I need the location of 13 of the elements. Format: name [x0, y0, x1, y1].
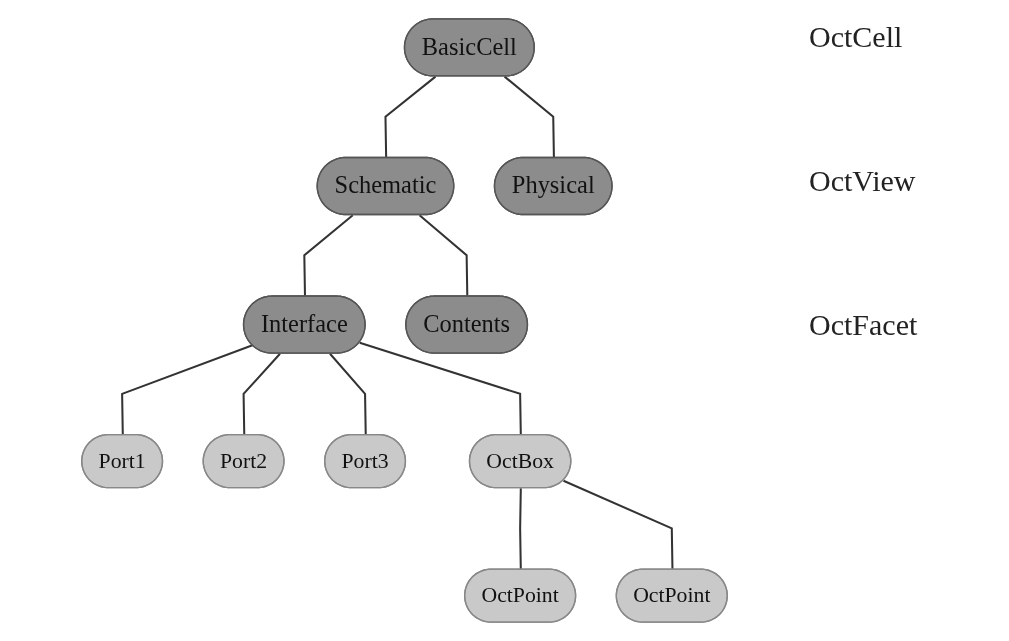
connector: [384, 75, 437, 159]
connector: [242, 353, 281, 436]
connector: [503, 75, 555, 159]
level-label: OctFacet: [809, 308, 919, 342]
connector: [303, 214, 354, 297]
level-label: OctView: [809, 164, 917, 198]
connector: [418, 214, 469, 297]
connector: [121, 344, 253, 436]
connector: [329, 353, 367, 436]
level-label: OctCell: [809, 20, 904, 54]
connector: [519, 488, 522, 570]
connector: [359, 341, 522, 436]
connector: [563, 479, 674, 570]
